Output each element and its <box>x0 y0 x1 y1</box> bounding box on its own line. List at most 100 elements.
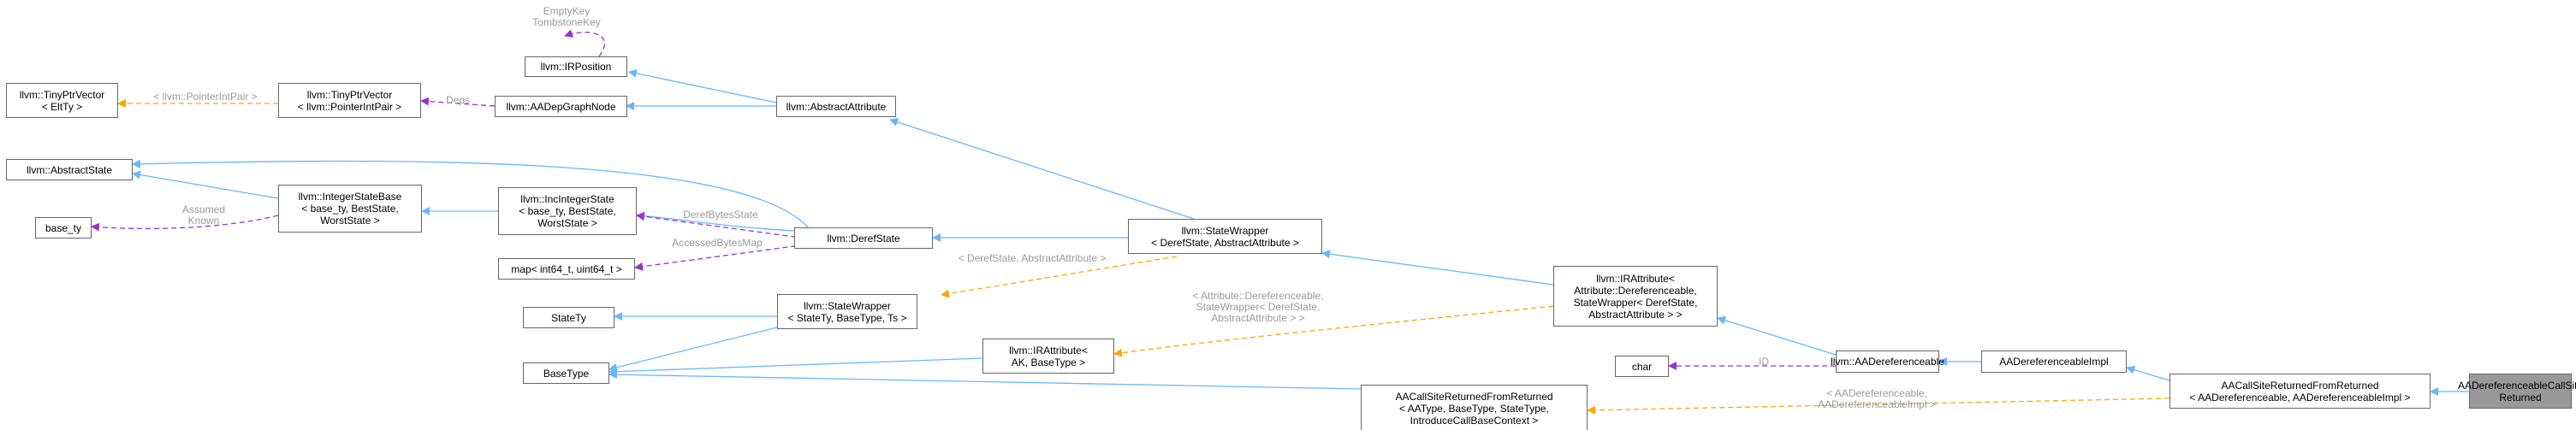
node-label-line: IntroduceCallBaseContext > <box>1410 414 1539 427</box>
node-map[interactable]: map< int64_t, uint64_t > <box>498 258 635 280</box>
node-label-line: < DerefState, AbstractAttribute > <box>1151 236 1299 249</box>
node-aadepgraphnode[interactable]: llvm::AADepGraphNode <box>495 96 627 117</box>
node-label-line: llvm::TinyPtrVector <box>306 88 393 101</box>
edge-label-line: AADereferenceableImpl > <box>1818 398 1936 410</box>
edge-label-accessedbytesmap: AccessedBytesMap <box>672 238 762 249</box>
node-incintegerstate[interactable]: llvm::IncIntegerState < base_ty, BestSta… <box>498 187 637 235</box>
edge-aacsrfrT-basetype <box>608 370 1362 390</box>
edge-label-aacsrfr-template: < AADereferenceable, AADereferenceableIm… <box>1818 388 1936 410</box>
edge-aadereferenceable-irattribute <box>1717 315 1837 356</box>
node-aadereferenceableimpl[interactable]: AADereferenceableImpl <box>1981 350 2127 373</box>
edge-aacsrfrderef-impl <box>2126 365 2170 381</box>
node-label-line: < llvm::PointerIntPair > <box>297 100 402 113</box>
node-derefstate[interactable]: llvm::DerefState <box>794 227 933 249</box>
edge-derefstate-abstractstate <box>132 159 810 229</box>
edge-irattribute-statewrapper <box>1321 250 1554 286</box>
node-label-line: llvm::AbstractState <box>26 163 113 176</box>
edge-label-derefbytesstate: DerefBytesState <box>683 209 757 221</box>
node-label-line: llvm::IRAttribute< <box>1596 272 1675 285</box>
edge-label-line: Assumed <box>181 203 226 215</box>
node-label-line: llvm::IncIntegerState <box>520 193 614 205</box>
edge-label-irattribute-template: < Attribute::Dereferenceable, StateWrapp… <box>1192 291 1323 324</box>
node-label-line: llvm::AADepGraphNode <box>506 100 616 113</box>
node-label-line: llvm::IRAttribute< <box>1009 344 1088 356</box>
edge-label-line: < DerefState, AbstractAttribute > <box>958 252 1107 264</box>
node-label-line: llvm::TinyPtrVector <box>19 88 105 101</box>
edge-accessedbytes-usage <box>634 243 814 271</box>
node-label-line: AACallSiteReturnedFromReturned <box>1395 390 1553 403</box>
node-aacallsitereturnedfromreturned-template[interactable]: AACallSiteReturnedFromReturned < AAType,… <box>1361 385 1588 430</box>
edge-statewrapperT-basetype <box>608 327 778 372</box>
node-irattribute-dereferenceable[interactable]: llvm::IRAttribute< Attribute::Dereferenc… <box>1553 266 1718 327</box>
node-label-line: < AADereferenceable, AADereferenceableIm… <box>2189 391 2411 403</box>
node-label-line: BaseType <box>543 367 590 380</box>
node-statewrapper-template[interactable]: llvm::StateWrapper < StateTy, BaseType, … <box>777 294 917 329</box>
node-label-line: < base_ty, BestState, <box>301 203 399 215</box>
edge-deps-usage <box>420 97 496 107</box>
node-label-line: < base_ty, BestState, <box>519 205 616 217</box>
node-label-line: base_ty <box>45 221 82 234</box>
node-tinyptrvector-eltty[interactable]: llvm::TinyPtrVector < EltTy > <box>6 83 118 118</box>
node-label-line: AADereferenceableCallSite <box>2457 379 2576 392</box>
node-label-line: llvm::DerefState <box>827 232 900 244</box>
node-irposition[interactable]: llvm::IRPosition <box>525 56 627 77</box>
node-label-line: WorstState > <box>320 215 380 227</box>
node-tinyptrvector-pointerintpair[interactable]: llvm::TinyPtrVector < llvm::PointerIntPa… <box>278 83 421 118</box>
node-label-line: llvm::AADereferenceable <box>1831 356 1944 368</box>
node-irattribute-template[interactable]: llvm::IRAttribute< AK, BaseType > <box>982 339 1114 374</box>
edge-label-line: Known <box>187 215 220 227</box>
node-label-line: WorstState > <box>537 217 597 229</box>
edge-derefbytes-usage <box>636 212 814 240</box>
edge-label-line: AbstractAttribute > > <box>1211 312 1305 324</box>
edge-label-id: ID <box>1759 356 1769 368</box>
node-label-line: < StateTy, BaseType, Ts > <box>787 311 907 324</box>
edge-label-line: Deps <box>445 94 471 106</box>
node-label-line: llvm::StateWrapper <box>1181 224 1269 237</box>
edge-label-line: TombstoneKey <box>532 16 601 28</box>
edge-integerstatebase-abstractstate <box>132 170 279 199</box>
edge-statewrapper-abstractattribute <box>889 118 1195 220</box>
node-label-line: AADereferenceableImpl <box>1999 356 2109 368</box>
node-aacallsitereturnedfromreturned-dereferenceable[interactable]: AACallSiteReturnedFromReturned < AADeref… <box>2169 374 2431 409</box>
edge-label-pointerintpair: < llvm::PointerIntPair > <box>153 91 257 103</box>
edge-label-line: DerefBytesState <box>683 209 758 221</box>
node-label-line: llvm::StateWrapper <box>804 299 891 312</box>
edge-irposition-self <box>564 29 606 57</box>
node-abstractattribute[interactable]: llvm::AbstractAttribute <box>776 96 896 117</box>
edge-label-assumed-known: Assumed Known <box>182 204 225 227</box>
edge-irposition-abstractattribute <box>628 68 777 103</box>
node-label-line: map< int64_t, uint64_t > <box>511 262 622 275</box>
node-label-line: Attribute::Dereferenceable, <box>1574 284 1697 297</box>
edge-label-line: < Attribute::Dereferenceable, <box>1192 290 1324 302</box>
edge-label-line: AccessedBytesMap <box>672 237 763 249</box>
node-abstractstate[interactable]: llvm::AbstractState <box>6 159 133 180</box>
node-label-line: llvm::AbstractAttribute <box>786 100 887 113</box>
node-char[interactable]: char <box>1615 356 1669 377</box>
node-base-ty[interactable]: base_ty <box>35 217 92 239</box>
edge-irattributeT-basetype <box>608 357 983 376</box>
node-aadereferenceable[interactable]: llvm::AADereferenceable <box>1831 350 1944 373</box>
node-basetype[interactable]: BaseType <box>523 362 609 384</box>
edge-assumed-known-usage <box>91 215 279 232</box>
edge-label-line: < AADereferenceable, <box>1826 387 1927 399</box>
node-statewrapper-derefstate[interactable]: llvm::StateWrapper < DerefState, Abstrac… <box>1128 219 1322 254</box>
node-label-line: < EltTy > <box>41 100 83 113</box>
edge-aacsrfr-template <box>1587 398 2170 415</box>
node-integerstatebase[interactable]: llvm::IntegerStateBase < base_ty, BestSt… <box>278 185 422 233</box>
node-label-line: char <box>1631 360 1653 373</box>
node-label-line: AACallSiteReturnedFromReturned <box>2221 379 2379 392</box>
node-label-line: AbstractAttribute > > <box>1588 308 1683 321</box>
edge-statewrapper-template <box>941 256 1178 298</box>
edge-label-irposition-keys: EmptyKey TombstoneKey <box>532 6 600 28</box>
node-label-line: StateWrapper< DerefState, <box>1573 296 1698 309</box>
node-statety[interactable]: StateTy <box>523 307 614 328</box>
edge-label-statewrapper-template: < DerefState, AbstractAttribute > <box>959 253 1107 264</box>
edge-label-line: EmptyKey <box>543 5 591 17</box>
node-label-line: Returned <box>2499 391 2542 403</box>
node-aadereferenceablecallsitereturned[interactable]: AADereferenceableCallSite Returned <box>2458 374 2576 409</box>
node-label-line: llvm::IRPosition <box>540 61 612 73</box>
node-label-line: AK, BaseType > <box>1011 356 1086 368</box>
node-label-line: llvm::IntegerStateBase <box>298 191 402 203</box>
